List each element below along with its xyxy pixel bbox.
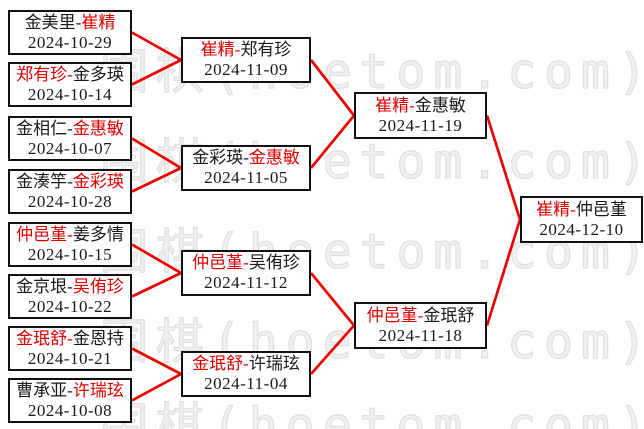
match-box-r2-1: 崔精郑有珍 2024-11-09 bbox=[181, 37, 311, 83]
player1-name: 仲邑堇 bbox=[192, 253, 249, 272]
match-date: 2024-10-15 bbox=[27, 244, 113, 264]
player2-name: 崔精 bbox=[81, 12, 116, 32]
match-box-final: 崔精仲邑堇 2024-12-10 bbox=[520, 196, 643, 243]
match-date: 2024-11-09 bbox=[204, 60, 288, 79]
match-date: 2024-10-28 bbox=[27, 191, 113, 211]
match-box-r2-3: 仲邑堇吴侑珍 2024-11-12 bbox=[181, 250, 311, 296]
player1-name: 金珉舒 bbox=[192, 354, 249, 373]
player1-name: 仲邑堇 bbox=[367, 306, 424, 325]
match-box-sf-2: 仲邑堇金珉舒 2024-11-18 bbox=[354, 302, 487, 349]
match-box-r1-6: 金京垠吴侑珍 2024-10-22 bbox=[8, 274, 132, 319]
match-date: 2024-11-18 bbox=[378, 325, 463, 345]
match-date: 2024-11-05 bbox=[204, 168, 288, 187]
match-date: 2024-11-12 bbox=[204, 273, 288, 292]
player2-name: 许瑞玹 bbox=[248, 354, 300, 373]
match-date: 2024-11-19 bbox=[378, 115, 463, 135]
match-date: 2024-10-14 bbox=[27, 84, 113, 104]
player1-name: 仲邑堇 bbox=[16, 225, 73, 244]
player1-name: 崔精 bbox=[201, 40, 241, 59]
match-box-r1-8: 曹承亚许瑞玹 2024-10-08 bbox=[8, 378, 132, 423]
player1-name: 崔精 bbox=[536, 200, 576, 219]
player1-name: 金美里 bbox=[25, 13, 82, 32]
match-box-r1-3: 金相仁金惠敏 2024-10-07 bbox=[8, 116, 132, 161]
player2-name: 金彩瑛 bbox=[72, 171, 124, 191]
player2-name: 金珉舒 bbox=[423, 305, 475, 325]
player2-name: 仲邑堇 bbox=[575, 199, 627, 219]
player1-name: 郑有珍 bbox=[16, 65, 73, 84]
match-box-r2-2: 金彩瑛金惠敏 2024-11-05 bbox=[181, 145, 311, 191]
match-box-r1-4: 金湊竽金彩瑛 2024-10-28 bbox=[8, 169, 132, 214]
match-box-r1-1: 金美里崔精 2024-10-29 bbox=[8, 10, 132, 55]
match-box-r1-5: 仲邑堇姜多情 2024-10-15 bbox=[8, 222, 132, 267]
player2-name: 金多瑛 bbox=[72, 64, 124, 84]
match-box-r1-7: 金珉舒金恩持 2024-10-21 bbox=[8, 326, 132, 371]
match-box-r2-4: 金珉舒许瑞玹 2024-11-04 bbox=[181, 351, 311, 397]
player2-name: 金惠敏 bbox=[414, 95, 466, 115]
match-date: 2024-10-08 bbox=[27, 400, 113, 420]
player1-name: 金彩瑛 bbox=[192, 148, 249, 167]
player1-name: 崔精 bbox=[375, 96, 415, 115]
match-date: 2024-10-22 bbox=[27, 296, 113, 316]
match-date: 2024-10-29 bbox=[27, 32, 113, 52]
player2-name: 吴侑珍 bbox=[72, 276, 124, 296]
player2-name: 许瑞玹 bbox=[72, 380, 124, 400]
player1-name: 金湊竽 bbox=[16, 172, 73, 191]
match-date: 2024-11-04 bbox=[204, 374, 288, 393]
player2-name: 金恩持 bbox=[72, 328, 124, 348]
player1-name: 金相仁 bbox=[16, 119, 73, 138]
match-box-r1-2: 郑有珍金多瑛 2024-10-14 bbox=[8, 62, 132, 107]
player1-name: 金珉舒 bbox=[16, 329, 73, 348]
match-date: 2024-12-10 bbox=[539, 219, 624, 239]
player2-name: 金惠敏 bbox=[248, 148, 300, 167]
player2-name: 吴侑珍 bbox=[248, 253, 300, 272]
player1-name: 曹承亚 bbox=[16, 381, 73, 400]
player2-name: 郑有珍 bbox=[240, 40, 292, 59]
match-date: 2024-10-21 bbox=[27, 348, 113, 368]
match-box-sf-1: 崔精金惠敏 2024-11-19 bbox=[354, 92, 487, 139]
player1-name: 金京垠 bbox=[16, 277, 73, 296]
player2-name: 金惠敏 bbox=[72, 118, 124, 138]
match-date: 2024-10-07 bbox=[27, 138, 113, 158]
player2-name: 姜多情 bbox=[72, 224, 124, 244]
watermark-text: 围棋(hoetom.com) bbox=[99, 398, 644, 429]
